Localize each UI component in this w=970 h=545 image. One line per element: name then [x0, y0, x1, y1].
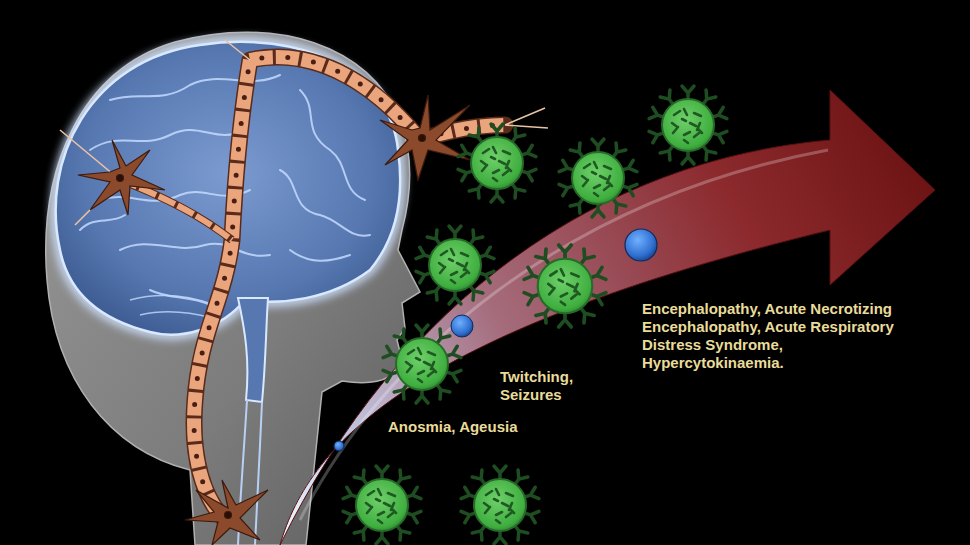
- symptom-label: Twitching, Seizures: [500, 368, 592, 404]
- stage-dot: [334, 441, 344, 451]
- neuron-body: [185, 480, 268, 545]
- head-silhouette: [46, 32, 420, 545]
- neuron-bodies: [78, 95, 470, 545]
- virus-particle: [343, 466, 421, 544]
- symptom-label: Anosmia, Ageusia: [388, 418, 588, 436]
- virus-particle: [383, 325, 461, 403]
- myelin-segments: [194, 57, 505, 520]
- schwann-nuclei: [194, 57, 505, 520]
- virus-particle: [524, 245, 606, 327]
- neuron-body: [78, 140, 165, 215]
- virus-particle: [461, 466, 539, 544]
- progression-arrow: [280, 90, 935, 545]
- neuron-nucleus: [117, 175, 124, 182]
- axon-terminals: [60, 40, 548, 540]
- virus-particle: [458, 124, 536, 202]
- neuron-nucleus: [419, 135, 426, 142]
- virus-particle: [416, 226, 494, 304]
- stage-dot: [625, 229, 657, 261]
- axon-outline: [194, 57, 505, 520]
- stage-dot: [451, 315, 473, 337]
- cerebellum-folds: [130, 296, 215, 318]
- neuron-chain: [60, 40, 548, 540]
- virus-particle: [649, 86, 727, 164]
- axon-branch-fill: [120, 180, 232, 240]
- virus-particle: [559, 139, 637, 217]
- brainstem: [238, 298, 268, 402]
- symptom-label: Encephalopathy, Acute Necrotizing Enceph…: [642, 300, 904, 372]
- neuron-body: [380, 95, 470, 180]
- axon-branch: [120, 180, 232, 240]
- neuron-nucleus: [225, 512, 232, 519]
